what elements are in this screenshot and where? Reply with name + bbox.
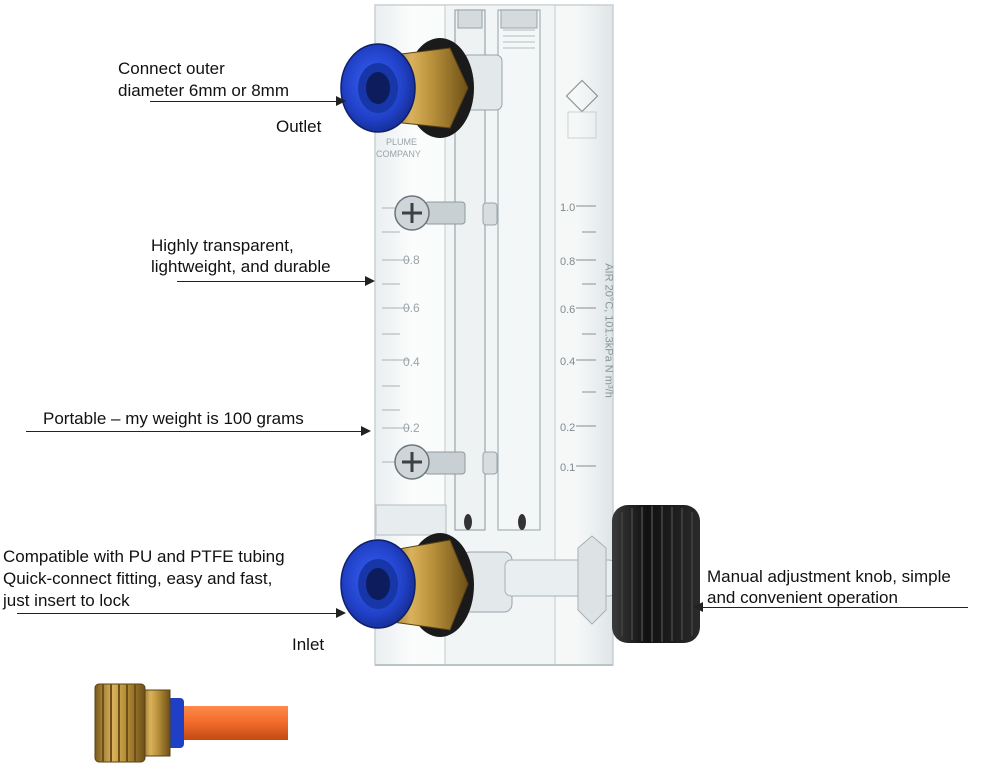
left-scale-label: 0.4 [403, 355, 420, 369]
valve-stem [504, 535, 616, 625]
knob-arrow-icon [693, 602, 703, 612]
brand-bottom-text: COMPANY [376, 149, 421, 159]
brand-logo [565, 79, 599, 139]
outlet-description-line1: Connect outer [118, 59, 225, 78]
portable-arrow-icon [361, 426, 371, 436]
right-scale-label: 0.1 [560, 462, 576, 474]
inlet-description-line1: Compatible with PU and PTFE tubing [3, 547, 285, 566]
portable-pointer-line [26, 431, 363, 433]
right-scale-ticks [576, 205, 596, 467]
transparent-arrow-icon [365, 276, 375, 286]
adjustment-knob [612, 505, 700, 643]
inlet-description-line3: just insert to lock [3, 591, 130, 610]
left-scale-label: 0.8 [403, 253, 420, 267]
left-scale-label: 0.2 [403, 421, 420, 435]
inlet-arrow-icon [336, 608, 346, 618]
outlet-pointer-line [150, 101, 338, 103]
meter-vertical-label: AIR 20°C, 101.3kPa N m³/h [602, 263, 615, 398]
outlet-fitting [340, 38, 503, 138]
portable-description: Portable – my weight is 100 grams [43, 409, 304, 428]
right-scale-label: 1.0 [560, 202, 576, 214]
right-scale-label: 0.2 [560, 422, 576, 434]
screw-bottom [394, 444, 498, 480]
right-scale-label: 0.8 [560, 256, 576, 268]
outlet-arrow-icon [336, 96, 346, 106]
left-scale-label: 0.6 [403, 301, 420, 315]
right-scale-label: 0.6 [560, 304, 576, 316]
right-scale-label: 0.4 [560, 356, 576, 368]
inlet-pointer-line [17, 613, 338, 615]
brass-fitting-with-tube [94, 683, 288, 763]
inlet-fitting [340, 504, 513, 637]
screw-top [394, 195, 498, 231]
transparent-description-line1: Highly transparent, [151, 236, 294, 255]
brand-top-text: PLUME [386, 137, 418, 147]
inlet-label: Inlet [292, 635, 325, 654]
outlet-label: Outlet [276, 117, 322, 136]
inlet-description-line2: Quick-connect fitting, easy and fast, [3, 569, 273, 588]
knob-description-line1: Manual adjustment knob, simple [707, 567, 951, 586]
outlet-description-line2: diameter 6mm or 8mm [118, 81, 289, 100]
transparent-description-line2: lightweight, and durable [151, 257, 331, 276]
knob-description-line2: and convenient operation [707, 588, 898, 607]
knob-pointer-line [702, 607, 968, 609]
transparent-pointer-line [177, 281, 367, 283]
